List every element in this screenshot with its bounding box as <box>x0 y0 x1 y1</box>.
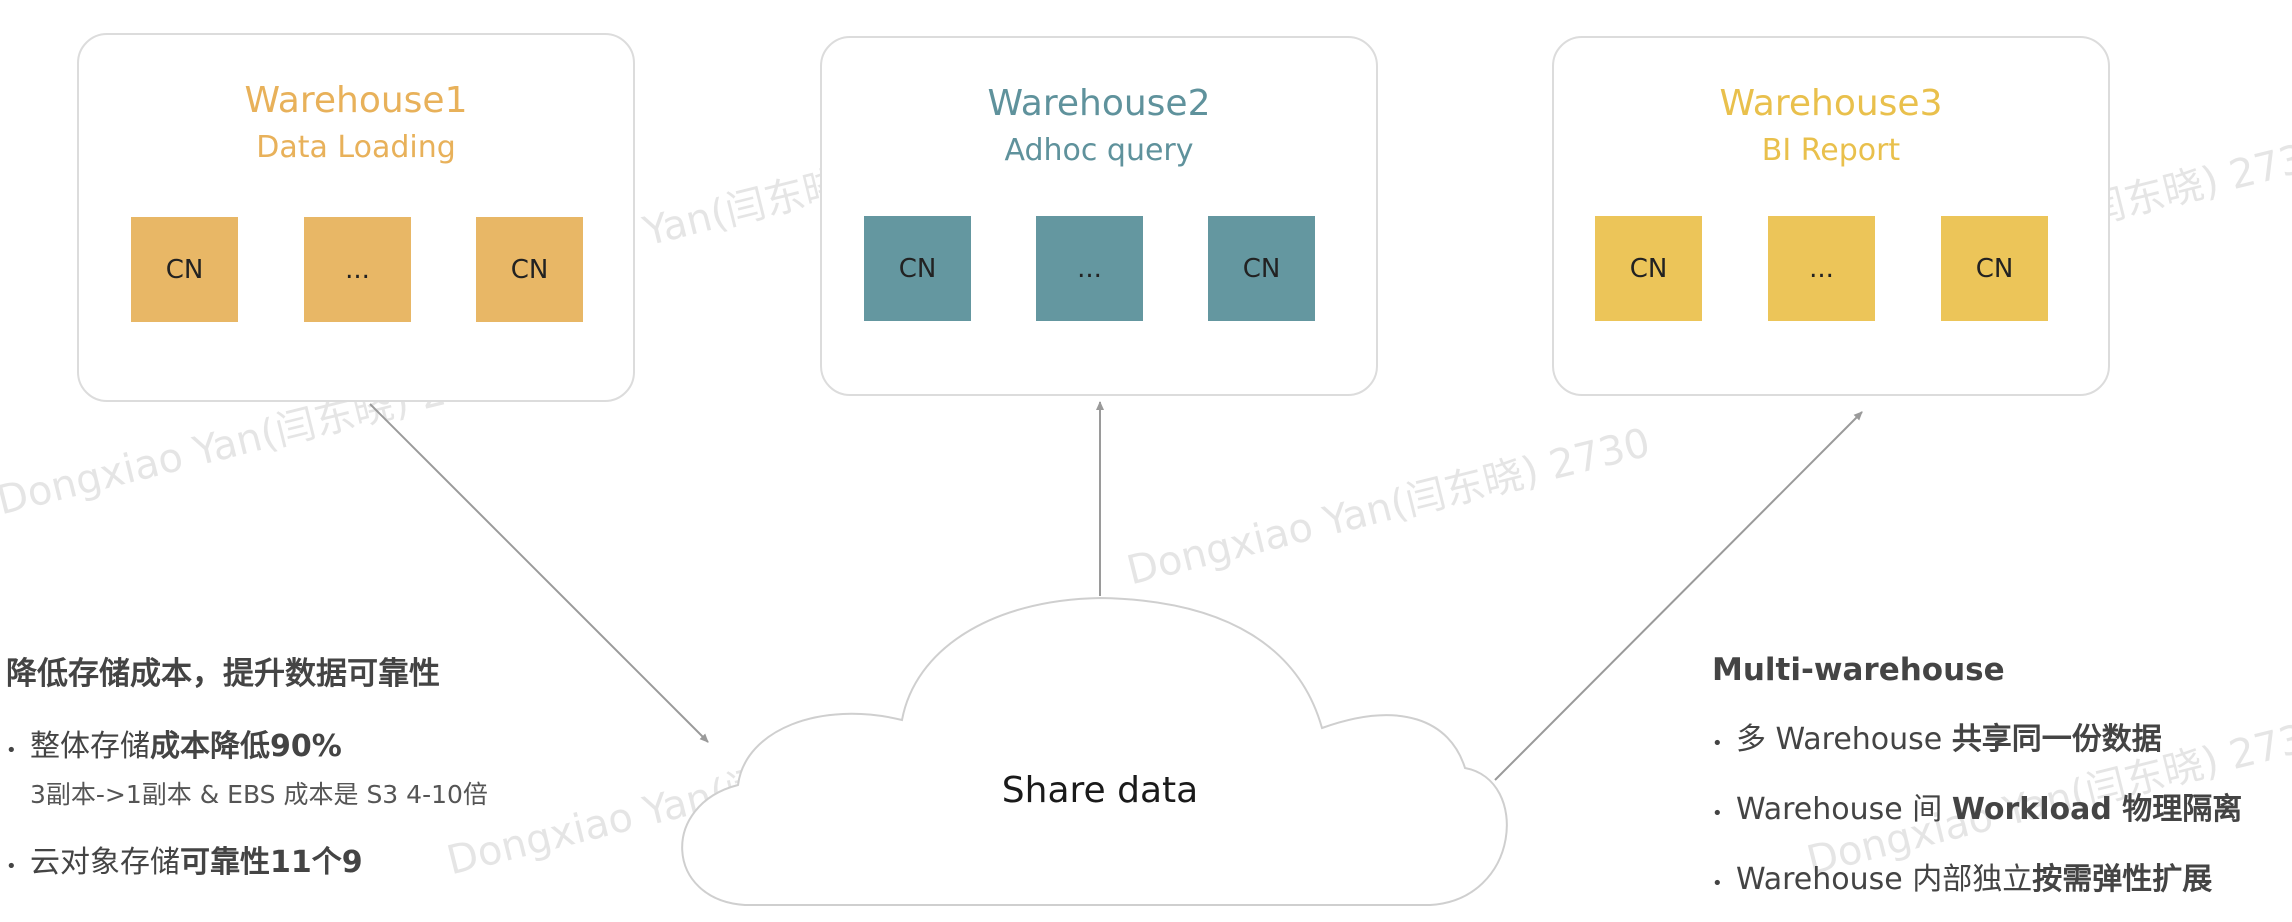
warehouse-1-subtitle: Data Loading <box>256 130 456 165</box>
warehouse-1-box: Warehouse1 Data Loading CN ... CN <box>77 33 635 402</box>
compute-node: CN <box>1208 216 1315 321</box>
right-notes-item: • 多 Warehouse 共享同一份数据 <box>1712 714 2282 758</box>
warehouse-1-title: Warehouse1 <box>244 80 468 121</box>
right-notes-title: Multi-warehouse <box>1712 652 2005 688</box>
bullet-icon: • <box>6 740 17 761</box>
arrow-share-to-warehouse3 <box>1494 411 1863 781</box>
left-notes-item-text: 云对象存储可靠性11个9 <box>30 845 363 880</box>
left-notes: 降低存储成本，提升数据可靠性 • 整体存储成本降低90% 3副本->1副本 & … <box>6 648 566 881</box>
compute-node: CN <box>1595 216 1702 321</box>
right-notes-item-text: Warehouse 间 Workload 物理隔离 <box>1736 792 2243 827</box>
warehouse-3-box: Warehouse3 BI Report CN ... CN <box>1552 36 2110 396</box>
share-data-label: Share data <box>1001 770 1199 811</box>
warehouse-2-subtitle: Adhoc query <box>1004 133 1194 168</box>
compute-node-ellipsis: ... <box>1036 216 1143 321</box>
cloud-shape <box>681 596 1508 906</box>
left-notes-item-text: 整体存储成本降低90% <box>30 729 342 764</box>
warehouse-2-box: Warehouse2 Adhoc query CN ... CN <box>820 36 1378 396</box>
right-notes-item-text: 多 Warehouse 共享同一份数据 <box>1736 722 2162 757</box>
compute-node: CN <box>864 216 971 321</box>
bullet-icon: • <box>1712 803 1723 824</box>
compute-node: CN <box>1941 216 2048 321</box>
right-notes: Multi-warehouse • 多 Warehouse 共享同一份数据 • … <box>1712 652 2282 898</box>
left-notes-title: 降低存储成本，提升数据可靠性 <box>6 656 440 692</box>
right-notes-item: • Warehouse 内部独立按需弹性扩展 <box>1712 854 2282 898</box>
compute-node-ellipsis: ... <box>304 217 411 322</box>
left-notes-subtext: 3副本->1副本 & EBS 成本是 S3 4-10倍 <box>30 780 488 809</box>
warehouse-3-subtitle: BI Report <box>1761 133 1901 168</box>
bullet-icon: • <box>1712 873 1723 894</box>
right-notes-item: • Warehouse 间 Workload 物理隔离 <box>1712 784 2282 828</box>
left-notes-item: • 云对象存储可靠性11个9 <box>6 837 566 881</box>
warehouse-3-title: Warehouse3 <box>1719 83 1943 124</box>
warehouse-2-title: Warehouse2 <box>987 83 1211 124</box>
compute-node: CN <box>131 217 238 322</box>
compute-node-ellipsis: ... <box>1768 216 1875 321</box>
bullet-icon: • <box>1712 733 1723 754</box>
left-notes-item: • 整体存储成本降低90% <box>6 721 566 765</box>
right-notes-item-text: Warehouse 内部独立按需弹性扩展 <box>1736 862 2213 897</box>
compute-node: CN <box>476 217 583 322</box>
arrow-warehouse1-to-share <box>369 403 709 743</box>
bullet-icon: • <box>6 856 17 877</box>
